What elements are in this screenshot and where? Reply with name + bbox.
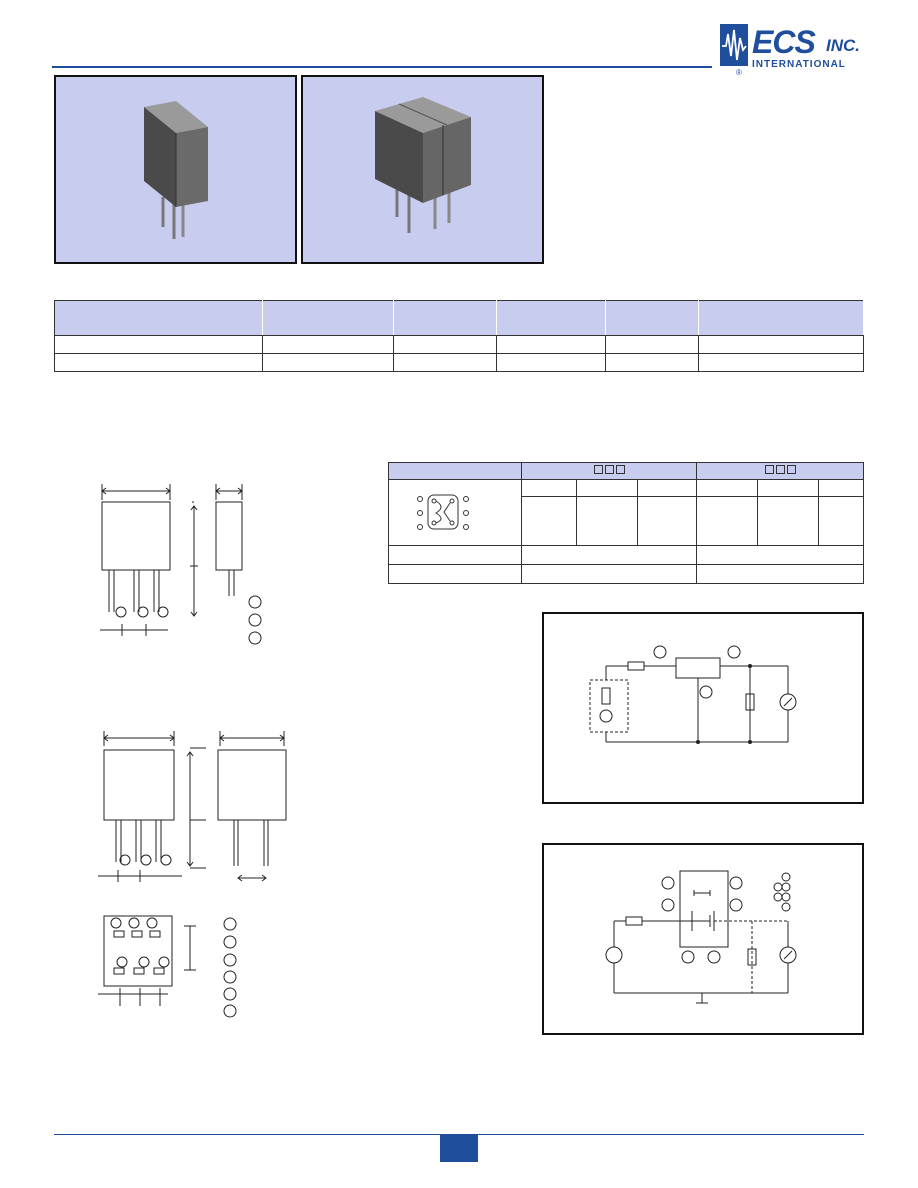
table-header-cell — [496, 300, 606, 336]
crystal-filter-large-image — [375, 97, 471, 233]
table-row — [389, 496, 864, 546]
table-header-cell — [262, 300, 394, 336]
dimension-drawing-large — [98, 731, 287, 1018]
pin-connection-table — [388, 462, 864, 584]
table-row — [388, 479, 864, 546]
table-row — [54, 335, 864, 354]
table-row — [388, 564, 864, 584]
product-photo-large — [301, 75, 544, 264]
logo-suffix: INC. — [826, 36, 860, 55]
table-header-cell — [54, 300, 263, 336]
registered-mark-icon: ® — [736, 68, 742, 77]
test-circuit-panel-b — [542, 843, 864, 1035]
dimension-drawing-small — [100, 484, 262, 645]
test-circuit-diagram-a — [589, 645, 797, 744]
checkbox-group-a — [593, 465, 626, 477]
logo-tagline: INTERNATIONAL — [752, 59, 846, 70]
table-header-row — [54, 300, 864, 336]
test-circuit-panel-a — [542, 612, 864, 804]
table-row — [54, 353, 864, 372]
product-photo-small — [54, 75, 297, 264]
specifications-table — [54, 300, 864, 372]
table-header-row — [388, 462, 864, 480]
table-header-cell — [605, 300, 699, 336]
table-header-cell — [698, 300, 864, 336]
logo-waveform-icon — [720, 24, 748, 66]
test-circuit-diagram-b — [605, 870, 797, 1004]
pinout-diagram-cell — [388, 479, 522, 546]
pinout-diagram — [417, 494, 469, 530]
company-logo: ECS INC. INTERNATIONAL ® — [716, 24, 866, 82]
page-number-tab — [440, 1134, 478, 1162]
table-row — [388, 545, 864, 565]
checkbox-group-b — [764, 465, 797, 477]
header-rule — [52, 66, 712, 68]
table-header-cell — [393, 300, 497, 336]
logo-wordmark: ECS — [752, 24, 816, 60]
crystal-filter-small-image — [144, 101, 208, 239]
